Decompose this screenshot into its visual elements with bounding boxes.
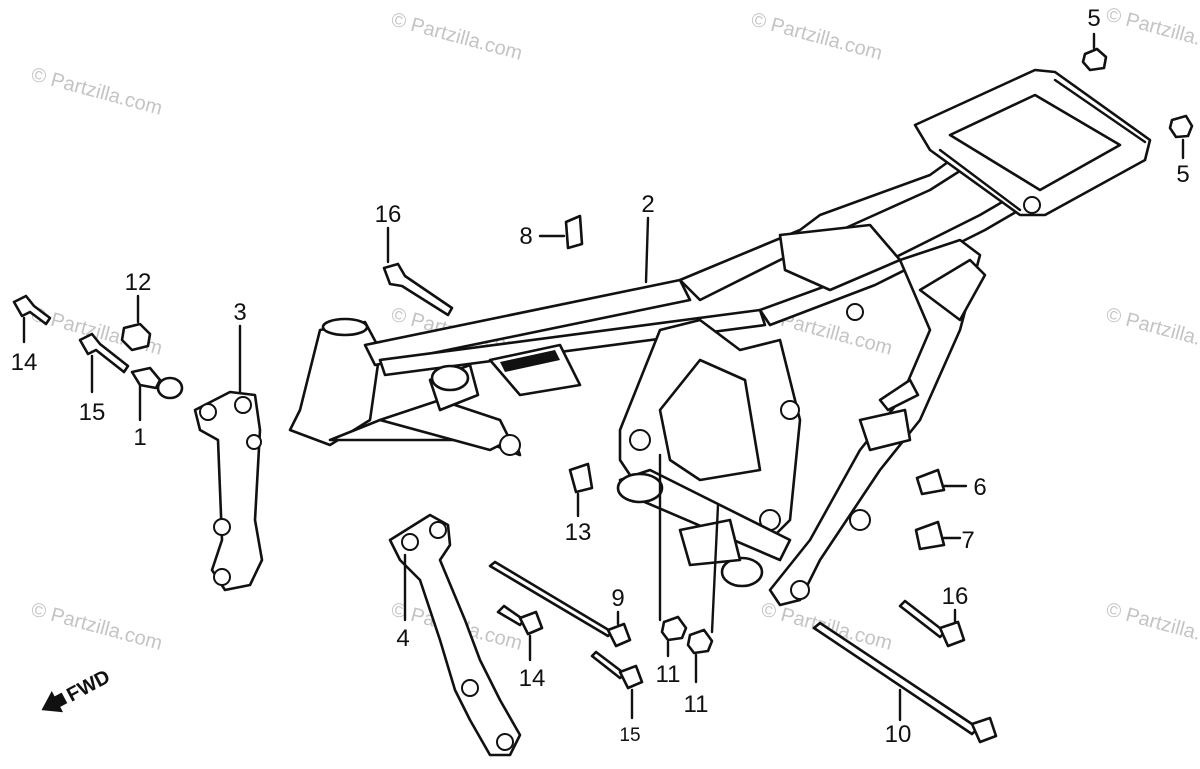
callout-12: 12	[125, 269, 152, 296]
callout-15: 15	[79, 399, 106, 426]
callout-5: 5	[1087, 5, 1100, 32]
callout-7: 7	[961, 527, 974, 554]
callout-9: 9	[611, 585, 624, 612]
callout-15: 15	[619, 725, 640, 746]
callout-14: 14	[11, 349, 38, 376]
callout-3: 3	[233, 299, 246, 326]
callout-6: 6	[973, 474, 986, 501]
bracket-part-3	[193, 390, 264, 592]
fwd-label: FWD	[63, 666, 114, 707]
watermark: © Partzilla.com	[1104, 599, 1200, 655]
callout-16: 16	[942, 583, 969, 610]
fwd-indicator: FWD	[41, 666, 114, 713]
callout-16: 16	[375, 201, 402, 228]
callout-4: 4	[396, 625, 409, 652]
leader-lines	[22, 32, 1185, 722]
watermark: © Partzilla.com	[389, 9, 525, 65]
callout-1: 1	[133, 424, 146, 451]
callout-10: 10	[885, 721, 912, 748]
callout-11: 11	[656, 661, 681, 688]
watermark: © Partzilla.com	[1104, 304, 1200, 360]
callout-11: 11	[684, 691, 709, 718]
bracket-part-4	[388, 513, 522, 757]
fwd-arrow-icon	[41, 691, 68, 713]
callouts: 5 5 2 16 8 12 3 14 15 1 13 6 7 9 16 4 11…	[11, 5, 1190, 748]
watermark: © Partzilla.com	[749, 9, 885, 65]
callout-14: 14	[519, 665, 546, 692]
callout-8: 8	[519, 223, 532, 250]
watermark: © Partzilla.com	[29, 64, 165, 120]
main-frame	[288, 68, 1152, 607]
callout-13: 13	[565, 519, 592, 546]
watermark: © Partzilla.com	[1104, 4, 1200, 60]
watermark: © Partzilla.com	[29, 599, 165, 655]
callout-5: 5	[1176, 161, 1189, 188]
callout-2: 2	[641, 191, 654, 218]
fasteners	[12, 47, 1194, 744]
